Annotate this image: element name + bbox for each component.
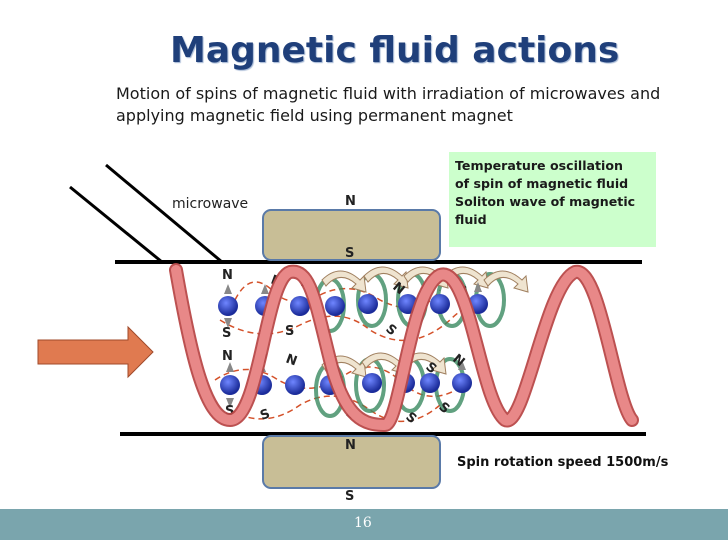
input-arrow xyxy=(37,325,154,379)
bottom-magnet-s: S xyxy=(345,489,354,504)
microwave-line-1 xyxy=(69,185,163,264)
top-magnet xyxy=(262,209,441,261)
upper-spin-label: S xyxy=(285,324,294,339)
lower-spin-label: S xyxy=(225,404,234,419)
bottom-magnet-n: N xyxy=(345,438,356,453)
info-box: Temperature oscillation of spin of magne… xyxy=(449,152,656,247)
info-line: Soliton wave of magnetic xyxy=(455,194,636,209)
lower-spin-label: N xyxy=(284,352,299,370)
upper-spin-label: S xyxy=(222,326,231,341)
lower-spin-label: N xyxy=(222,349,233,364)
page-number: 16 xyxy=(354,515,372,531)
lower-spin-label: S xyxy=(258,406,272,423)
info-line: of spin of magnetic fluid xyxy=(455,176,629,191)
top-magnet-s: S xyxy=(345,246,354,261)
upper-spins xyxy=(218,294,488,316)
microwave-label: microwave xyxy=(172,196,248,212)
bottom-magnet xyxy=(262,435,441,489)
microwave-line-2 xyxy=(105,163,223,264)
info-line: fluid xyxy=(455,212,487,227)
top-magnet-n: N xyxy=(345,194,356,209)
speed-label: Spin rotation speed 1500m/s xyxy=(457,455,669,470)
slide-title: Magnetic fluid actions xyxy=(170,30,620,71)
wave-ribbon xyxy=(171,265,637,431)
lower-spin-label: S xyxy=(402,410,419,428)
slide-subtitle: Motion of spins of magnetic fluid with i… xyxy=(116,84,661,125)
upper-spin-label: N xyxy=(222,268,233,283)
info-line: Temperature oscillation xyxy=(455,158,623,173)
dashed-curve-1 xyxy=(234,281,441,309)
footer-bar xyxy=(0,509,728,540)
